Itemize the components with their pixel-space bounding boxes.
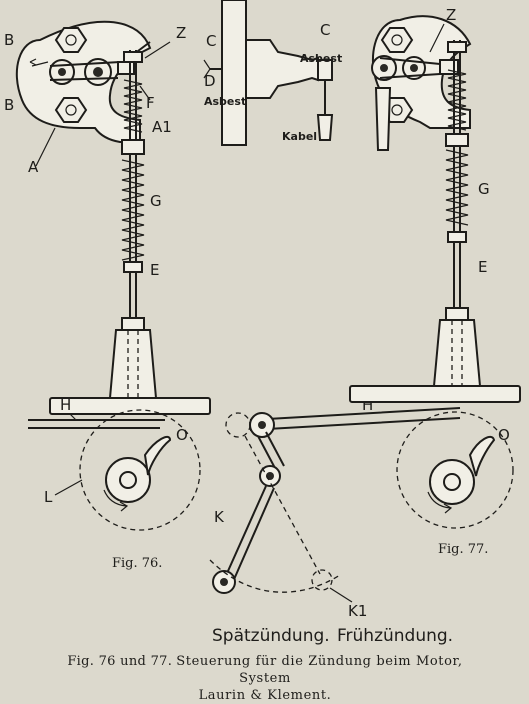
center-wall — [221, 0, 247, 146]
fig76-drawing — [15, 20, 211, 531]
fig77-label-Z: Z — [446, 6, 456, 24]
fig76-label-O: O — [176, 426, 188, 444]
fig76-nut-top — [54, 27, 88, 53]
fig76-label-L: L — [44, 488, 53, 506]
center-label-asbest-left: Asbest — [204, 95, 246, 108]
caption-figref: Fig. 76 und 77. — [67, 654, 173, 669]
fig77-label-G: G — [478, 180, 490, 198]
fig76-cam-circle — [79, 409, 201, 531]
center-label-H: H — [362, 396, 373, 414]
center-plug-drawing — [203, 0, 334, 146]
center-label-C-right: C — [320, 21, 330, 39]
fig76-label-F: F — [146, 94, 155, 112]
center-lever-H — [249, 407, 461, 431]
center-label-asbest-right: Asbest — [300, 52, 342, 65]
fig77-cam-circle — [396, 411, 514, 529]
fig77-label-E: E — [478, 258, 487, 276]
center-label-D: D — [204, 72, 216, 90]
fig77-label-O: O — [498, 426, 510, 444]
fig77-caption: Fig. 77. — [438, 542, 488, 557]
fig77-sleeve — [432, 319, 482, 387]
fig77-base-plate — [349, 385, 521, 403]
center-label-kabel: Kabel — [282, 130, 317, 143]
fig76-upper-spring — [123, 79, 143, 133]
fig76-caption: Fig. 76. — [112, 556, 162, 571]
label-fruehzuendung: Frühzündung. — [337, 626, 453, 646]
center-plug — [245, 39, 319, 99]
center-cable-end — [316, 114, 334, 141]
fig77-drawing — [349, 15, 521, 529]
fig76-nut-bottom — [54, 97, 88, 123]
center-label-C-left: C — [206, 32, 216, 50]
fig76-label-A1: A1 — [152, 118, 172, 136]
fig76-lower-spring — [121, 159, 145, 261]
center-linkage-drawing — [209, 407, 461, 594]
label-spaetzuendung: Spätzündung. — [212, 626, 330, 646]
center-label-K1: K1 — [348, 602, 367, 620]
fig76-label-E: E — [150, 261, 159, 279]
fig76-label-B-top: B — [4, 31, 14, 49]
fig76-sleeve — [108, 329, 158, 399]
fig77-nut-top — [380, 27, 414, 53]
caption-line2: Laurin & Klement. — [198, 688, 332, 703]
fig77-spring — [445, 149, 469, 226]
figure-caption: Fig. 76 und 77. Steuerung für die Zündun… — [40, 653, 490, 704]
fig76-label-H: H — [60, 396, 71, 414]
fig76-label-G: G — [150, 192, 162, 210]
fig76-label-B-bottom: B — [4, 96, 14, 114]
fig76-label-A: A — [28, 158, 39, 176]
center-label-K: K — [214, 508, 225, 526]
fig76-label-Z: Z — [176, 24, 186, 42]
fig76-base-plate — [49, 397, 211, 415]
caption-line1: Steuerung für die Zündung beim Motor, Sy… — [176, 654, 463, 686]
